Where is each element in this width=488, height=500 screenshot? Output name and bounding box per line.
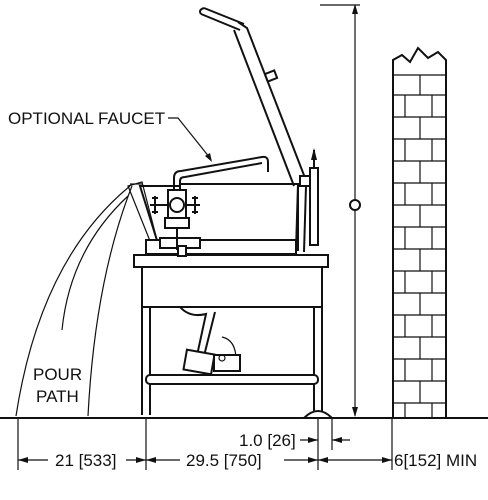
kettle-stand — [133, 254, 335, 419]
optional-faucet-label: OPTIONAL FAUCET — [8, 109, 165, 128]
height-dimension — [320, 4, 361, 417]
pour-path-label-line2: PATH — [36, 387, 79, 406]
brick-wall — [392, 46, 447, 418]
bottom-dimensions — [17, 418, 393, 470]
middle-dimension-label: 29.5 [750] — [186, 451, 262, 470]
left-dimension-label: 21 [533] — [55, 451, 116, 470]
kettle-body — [127, 181, 299, 257]
clearance-dimension-label: 1.0 [26] — [239, 431, 296, 450]
pour-path — [15, 185, 133, 417]
pour-path-label-line1: POUR — [33, 365, 82, 384]
faucet-leader — [168, 117, 211, 159]
wall-clearance-label: 6[152] MIN — [394, 451, 477, 470]
tilt-handle — [199, 7, 319, 253]
drain-assembly — [179, 306, 241, 376]
optional-faucet — [150, 155, 269, 250]
